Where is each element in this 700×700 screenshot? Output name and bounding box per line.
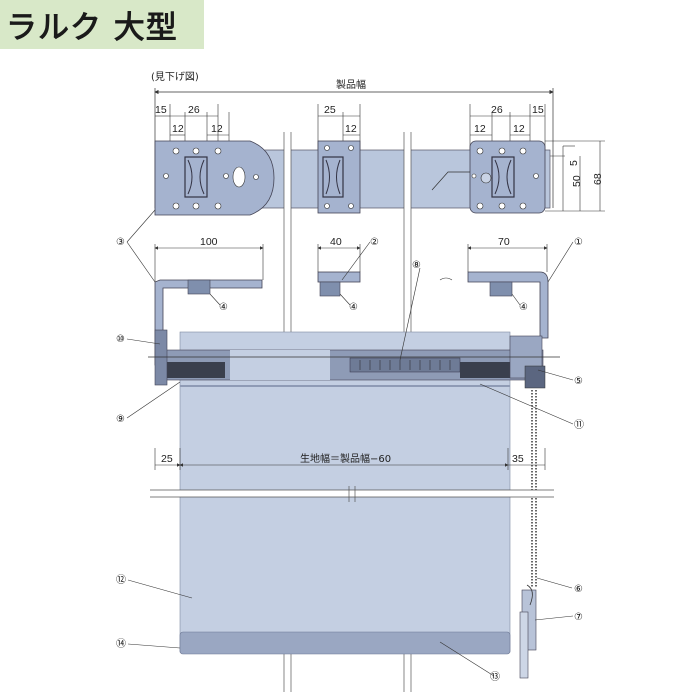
callout-4c: ④: [519, 302, 528, 313]
left-end-cap: [154, 329, 168, 386]
dim-top-mid-12: 12: [345, 123, 357, 135]
callout-8: ⑧: [412, 260, 421, 271]
view-label: (見下げ図): [151, 71, 199, 83]
dim-bracket-100: 100: [200, 236, 218, 248]
dim-right-35: 35: [512, 453, 524, 465]
dim-top-left-12a: 12: [172, 123, 184, 135]
callout-5: ⑤: [574, 376, 583, 387]
dim-left-25: 25: [161, 453, 173, 465]
callouts: [126, 209, 574, 677]
callout-4b: ④: [349, 302, 358, 313]
title-banner: ラルク 大型: [0, 0, 204, 49]
dim-top-right-26: 26: [491, 104, 503, 116]
callout-4a: ④: [219, 302, 228, 313]
bracket-100-dimension: [154, 244, 264, 282]
callout-2: ②: [370, 237, 379, 248]
middle-side-bracket: [317, 271, 361, 297]
fabric-horizontal-break: [150, 486, 554, 502]
dim-bracket-70: 70: [498, 236, 510, 248]
dim-height-5: 5: [568, 160, 580, 166]
page-title: ラルク 大型: [6, 10, 178, 46]
middle-bracket-top: [317, 140, 361, 214]
bracket-40-dimension: [317, 244, 361, 272]
callout-13: ⑬: [490, 671, 500, 683]
dim-top-right-15: 15: [532, 104, 544, 116]
dim-top-left-12b: 12: [211, 123, 223, 135]
callout-3: ③: [116, 237, 125, 248]
callout-7: ⑦: [574, 612, 583, 623]
dim-top-right-12a: 12: [474, 123, 486, 135]
dim-top-mid-25: 25: [324, 104, 336, 116]
bracket-70-dimension: [467, 244, 548, 272]
dim-height-50: 50: [571, 175, 583, 187]
callout-6: ⑥: [574, 584, 583, 595]
callout-14: ⑭: [116, 638, 126, 650]
fabric-width-dimensions: [154, 448, 546, 470]
callout-1: ①: [574, 237, 583, 248]
callout-10: ⑩: [116, 334, 125, 345]
callout-11: ⑪: [574, 419, 584, 431]
callout-9: ⑨: [116, 414, 125, 425]
right-side-bracket: [439, 271, 549, 339]
dim-top-right-12b: 12: [513, 123, 525, 135]
dim-bracket-40: 40: [330, 236, 342, 248]
bottom-bar: [179, 631, 511, 655]
product-width-label: 製品幅: [336, 78, 366, 91]
callout-12: ⑫: [116, 574, 126, 586]
dim-height-68: 68: [592, 173, 604, 185]
dim-top-left-26: 26: [188, 104, 200, 116]
fabric-width-label: 生地幅＝製品幅−60: [300, 452, 391, 465]
dim-top-left-15: 15: [155, 104, 167, 116]
height-dimensions: [545, 140, 605, 212]
left-bracket-clip: [184, 156, 208, 198]
